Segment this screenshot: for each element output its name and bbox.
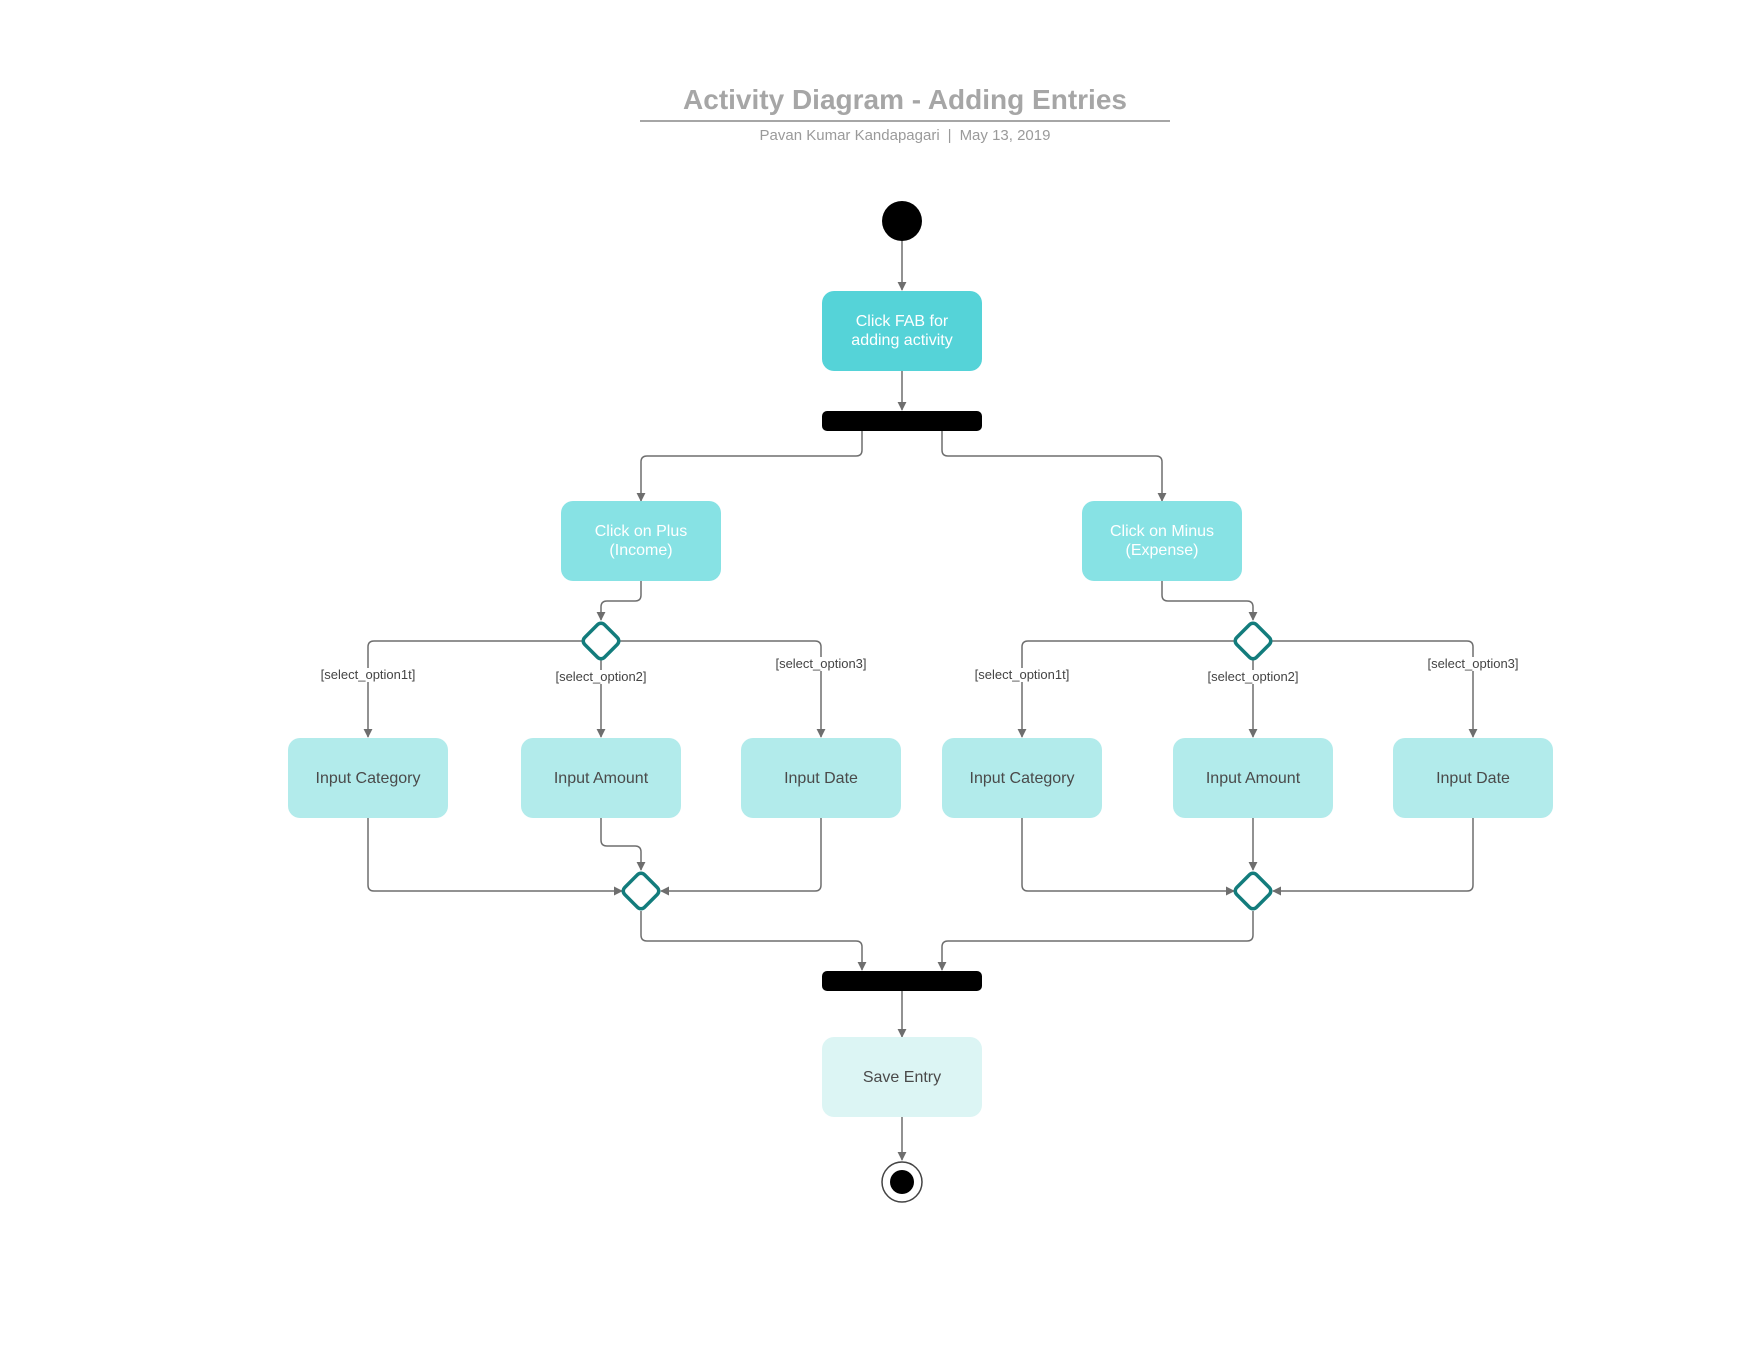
node-expense-input-date: Input Date bbox=[1393, 738, 1553, 818]
income-merge-diamond bbox=[621, 871, 661, 911]
edge-plus-to-decision bbox=[596, 581, 642, 621]
author-name: Pavan Kumar Kandapagari bbox=[759, 127, 940, 144]
expense-merge-diamond bbox=[1233, 871, 1273, 911]
fork-bar bbox=[822, 411, 982, 431]
edge-category-to-income-merge bbox=[367, 818, 623, 896]
edge-fork-to-plus bbox=[636, 431, 863, 502]
guard-income-option3: [select_option3] bbox=[751, 657, 891, 671]
guard-expense-option2: [select_option2] bbox=[1183, 670, 1323, 684]
edge-expense-to-category bbox=[1017, 640, 1235, 738]
join-bar bbox=[822, 971, 982, 991]
expense-decision-diamond bbox=[1233, 621, 1273, 661]
guard-income-option2: [select_option2] bbox=[531, 670, 671, 684]
node-expense-input-amount: Input Amount bbox=[1173, 738, 1333, 818]
diagram-title: Activity Diagram - Adding Entries bbox=[683, 84, 1127, 115]
edge-amount-to-income-merge bbox=[600, 818, 646, 871]
final-node-core bbox=[890, 1170, 914, 1194]
diagram-date: May 13, 2019 bbox=[959, 127, 1051, 144]
edge-date-to-expense-merge bbox=[1272, 818, 1474, 896]
node-income-input-category: Input Category bbox=[288, 738, 448, 818]
node-save-entry: Save Entry bbox=[822, 1037, 982, 1117]
guard-expense-option1: [select_option1t] bbox=[952, 668, 1092, 682]
initial-node bbox=[882, 201, 922, 241]
guard-income-option1: [select_option1t] bbox=[298, 668, 438, 682]
node-expense-input-category: Input Category bbox=[942, 738, 1102, 818]
node-income-input-amount: Input Amount bbox=[521, 738, 681, 818]
income-decision-diamond bbox=[581, 621, 621, 661]
guard-expense-option3: [select_option3] bbox=[1403, 657, 1543, 671]
edge-minus-to-decision bbox=[1161, 581, 1258, 621]
node-income-input-date: Input Date bbox=[741, 738, 901, 818]
edge-expense-merge-to-join bbox=[937, 911, 1254, 971]
node-click-plus-income: Click on Plus (Income) bbox=[561, 501, 721, 581]
node-click-minus-expense: Click on Minus (Expense) bbox=[1082, 501, 1242, 581]
node-click-fab: Click FAB for adding activity bbox=[822, 291, 982, 371]
subtitle-separator: | bbox=[947, 127, 952, 144]
edge-fork-to-minus bbox=[941, 431, 1167, 502]
edge-income-merge-to-join bbox=[640, 911, 867, 971]
edge-category-to-expense-merge bbox=[1021, 818, 1235, 896]
title-underline bbox=[640, 120, 1170, 122]
edge-expense-to-date bbox=[1271, 640, 1478, 738]
edge-income-to-category bbox=[363, 640, 583, 738]
edge-date-to-income-merge bbox=[660, 818, 822, 896]
edge-income-to-date bbox=[619, 640, 826, 738]
diagram-subtitle: Pavan Kumar Kandapagari | May 13, 2019 bbox=[640, 127, 1170, 144]
